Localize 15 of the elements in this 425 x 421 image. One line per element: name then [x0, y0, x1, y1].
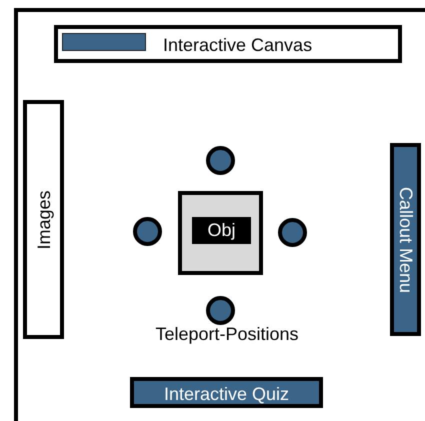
teleport-circle [206, 296, 235, 325]
panel-title: Callout Menu [396, 186, 414, 293]
side-panel [390, 143, 421, 336]
panel-title: Images [34, 190, 52, 250]
caption-text: Teleport-Positions [154, 325, 300, 343]
panel-box [54, 25, 402, 63]
object-label: Obj [192, 217, 251, 244]
panel-title: Interactive Quiz [162, 385, 290, 403]
side-panel [23, 100, 64, 339]
teleport-circle [278, 218, 307, 247]
teleport-circle [133, 217, 162, 246]
quiz-bar [130, 377, 323, 408]
teleport-circle [206, 146, 235, 175]
panel-title: Interactive Canvas [163, 36, 312, 54]
object-box [178, 191, 263, 275]
